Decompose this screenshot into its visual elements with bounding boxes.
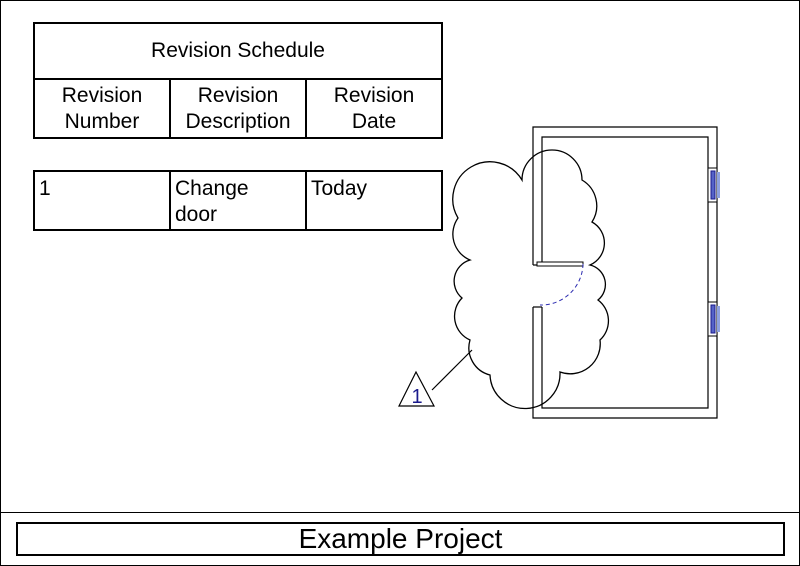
revision-tag-leader <box>431 349 473 391</box>
revision-date-cell: Today <box>311 177 368 200</box>
window-lower[interactable] <box>707 301 720 337</box>
revision-tag-label: 1 <box>411 386 422 408</box>
column-header-revision-number: Revision Number <box>35 80 171 137</box>
revision-schedule-header: Revision Schedule Revision Number Revisi… <box>33 22 443 139</box>
window-upper[interactable] <box>707 167 720 203</box>
revision-schedule-row[interactable]: 1 Change door Today <box>33 170 443 231</box>
revision-schedule-title: Revision Schedule <box>35 24 441 80</box>
title-block-separator <box>0 512 800 513</box>
column-header-revision-date: Revision Date <box>333 83 415 133</box>
column-header-revision-description: Revision Description <box>171 80 307 137</box>
door[interactable] <box>536 261 584 306</box>
title-block-project-name: Example Project <box>16 522 785 556</box>
revision-number-cell: 1 <box>35 172 171 229</box>
revision-cloud[interactable] <box>452 149 610 410</box>
revision-description-cell: Change door <box>171 172 307 229</box>
revision-tag[interactable]: 1 <box>398 370 435 408</box>
project-name: Example Project <box>298 523 503 554</box>
floor-plan-view: 1 <box>398 126 720 419</box>
room-walls <box>532 126 718 419</box>
